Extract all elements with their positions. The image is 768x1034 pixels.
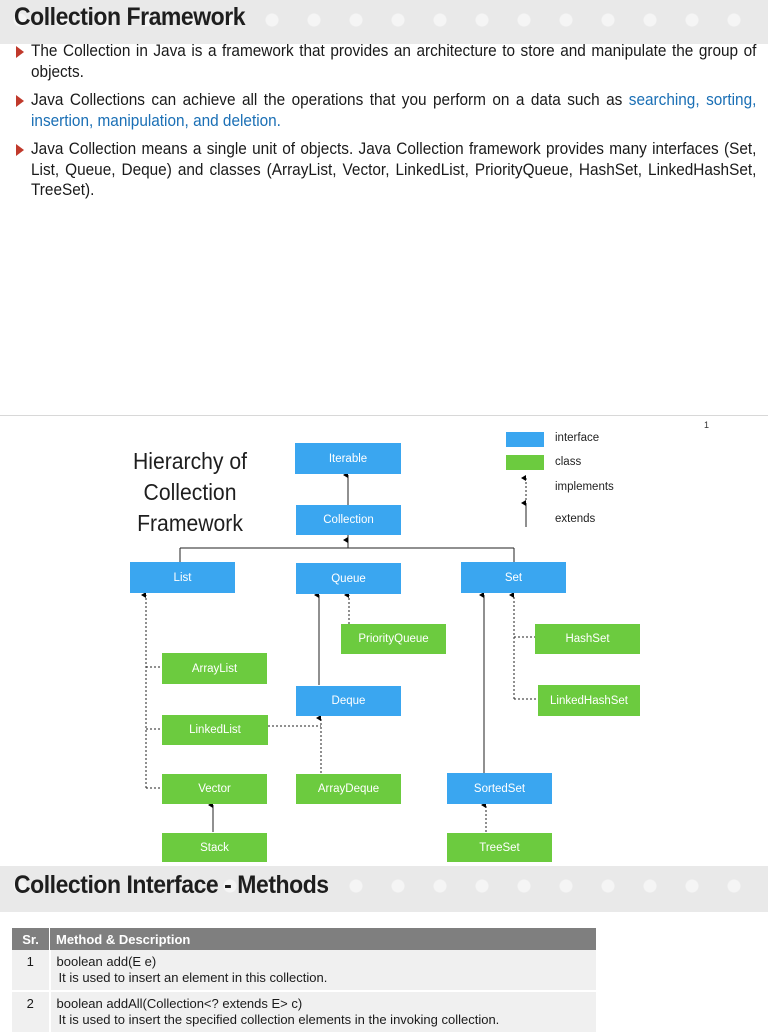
hierarchy-connectors [141, 472, 538, 832]
legend-interface-label: interface [555, 432, 600, 444]
node-iterable: Iterable [295, 443, 401, 474]
row-method-cell: boolean addAll(Collection<? extends E> c… [49, 991, 596, 1034]
node-deque: Deque [296, 686, 401, 716]
legend-interface-swatch [506, 432, 544, 447]
section-title: Collection Interface - Methods [14, 871, 329, 899]
methods-table: Sr. Method & Description 1 boolean add(E… [12, 928, 596, 1034]
bullet-item: Java Collection means a single unit of o… [14, 139, 757, 201]
slide-divider [0, 415, 768, 416]
node-set: Set [461, 562, 566, 593]
node-linked-hash-set: LinkedHashSet [538, 685, 640, 716]
node-queue: Queue [296, 563, 401, 594]
node-stack: Stack [162, 833, 267, 862]
bullet-text: The Collection in Java is a framework th… [31, 42, 757, 81]
legend-extends-label: extends [555, 513, 596, 525]
bullet-text-highlight: searching, sorting, insertion, manipulat… [31, 91, 757, 130]
method-description: It is used to insert an element in this … [58, 970, 328, 985]
node-tree-set: TreeSet [447, 833, 552, 862]
bullet-arrow-icon [16, 95, 24, 107]
node-hash-set: HashSet [535, 624, 640, 654]
bullet-list: The Collection in Java is a framework th… [14, 41, 757, 209]
section-title: Collection Framework [14, 3, 246, 31]
node-array-deque: ArrayDeque [296, 774, 401, 804]
row-sr: 1 [12, 950, 51, 992]
diagram-title-line: Framework [137, 510, 243, 536]
bullet-text-plain: Java Collections can achieve all the ope… [31, 91, 629, 109]
node-vector: Vector [162, 774, 267, 804]
bullet-item: The Collection in Java is a framework th… [14, 41, 757, 82]
page-number: 1 [704, 420, 710, 430]
legend-implements-label: implements [555, 481, 614, 493]
node-linked-list: LinkedList [162, 715, 268, 745]
bullet-text: Java Collection means a single unit of o… [31, 140, 757, 199]
bullet-item: Java Collections can achieve all the ope… [14, 90, 756, 131]
bullet-arrow-icon [16, 144, 24, 156]
table-row: 1 boolean add(E e) It is used to insert … [12, 950, 596, 992]
bullet-text: Java Collections can achieve all the ope… [31, 90, 756, 131]
column-header-method: Method & Description [49, 928, 596, 950]
section-header: Collection Framework [0, 0, 768, 44]
node-array-list: ArrayList [162, 653, 267, 684]
diagram-title-line: Collection [143, 479, 237, 505]
node-priority-queue: PriorityQueue [341, 624, 446, 654]
diagram-title: Hierarchy of Collection Framework [116, 446, 263, 539]
table-row: 2 boolean addAll(Collection<? extends E>… [12, 991, 596, 1034]
method-signature: boolean addAll(Collection<? extends E> c… [56, 996, 303, 1011]
row-sr: 2 [12, 991, 51, 1034]
legend-class-swatch [506, 455, 544, 470]
node-sorted-set: SortedSet [447, 773, 552, 804]
bullet-arrow-icon [16, 46, 24, 58]
legend-class-label: class [555, 456, 582, 468]
row-method-cell: boolean add(E e) It is used to insert an… [49, 950, 596, 992]
method-description: It is used to insert the specified colle… [58, 1012, 500, 1027]
column-header-sr: Sr. [12, 928, 50, 950]
node-collection: Collection [296, 505, 401, 535]
node-list: List [130, 562, 235, 593]
method-signature: boolean add(E e) [56, 954, 157, 969]
diagram-title-line: Hierarchy of [132, 448, 248, 474]
section-header: Collection Interface - Methods [0, 866, 768, 912]
table-header-row: Sr. Method & Description [12, 928, 596, 950]
